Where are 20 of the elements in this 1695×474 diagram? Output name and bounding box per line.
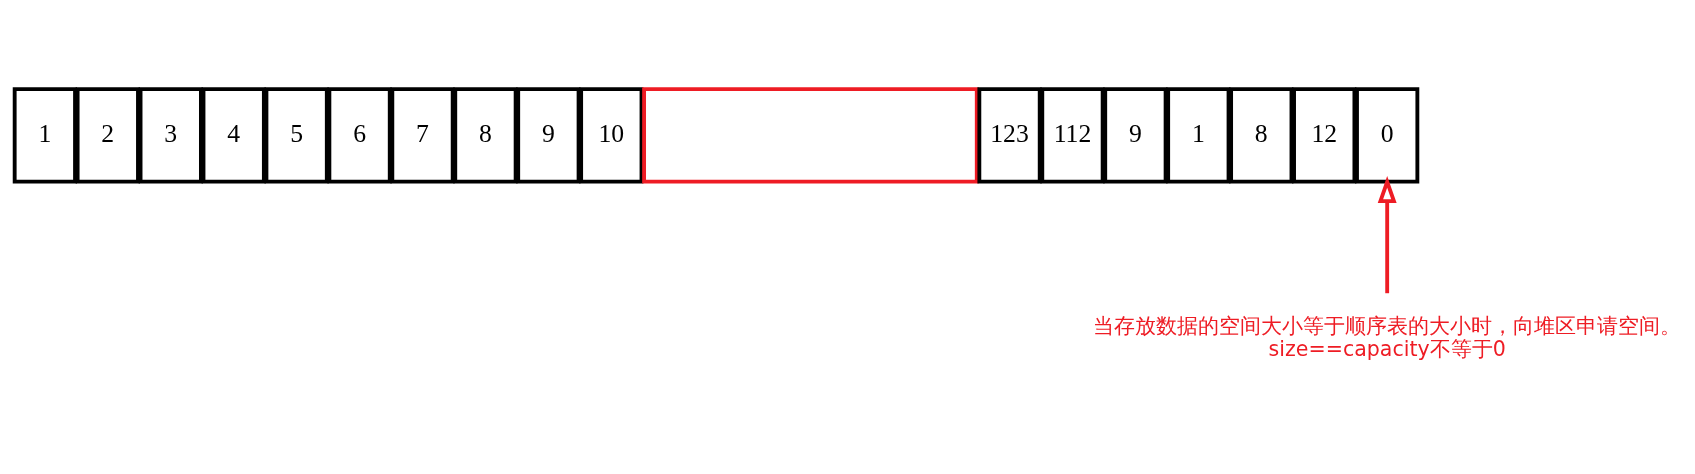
node-box: 7 bbox=[389, 86, 455, 184]
node-text: 当存放数据的空间大小等于顺序表的大小时，向堆区申请空间。 size==capacity不等于0 bbox=[1092, 313, 1681, 361]
node-box: 1 bbox=[12, 86, 77, 184]
node-box: 6 bbox=[326, 86, 392, 184]
node-box: 10 bbox=[578, 86, 643, 184]
node-box: 8 bbox=[1228, 86, 1293, 184]
arrow bbox=[1377, 175, 1397, 293]
node-box: 5 bbox=[264, 86, 329, 184]
node-box: 1 bbox=[1165, 86, 1230, 184]
node-box: 0 bbox=[1354, 86, 1419, 184]
node-box: 8 bbox=[452, 86, 518, 184]
node-box bbox=[641, 86, 979, 184]
node-box: 112 bbox=[1039, 86, 1105, 184]
node-box: 9 bbox=[1102, 86, 1168, 184]
node-box: 4 bbox=[201, 86, 266, 184]
node-box: 12 bbox=[1291, 86, 1356, 184]
node-box: 3 bbox=[138, 86, 203, 184]
node-box: 2 bbox=[75, 86, 140, 184]
node-box: 9 bbox=[515, 86, 580, 184]
node-box: 123 bbox=[976, 86, 1042, 184]
